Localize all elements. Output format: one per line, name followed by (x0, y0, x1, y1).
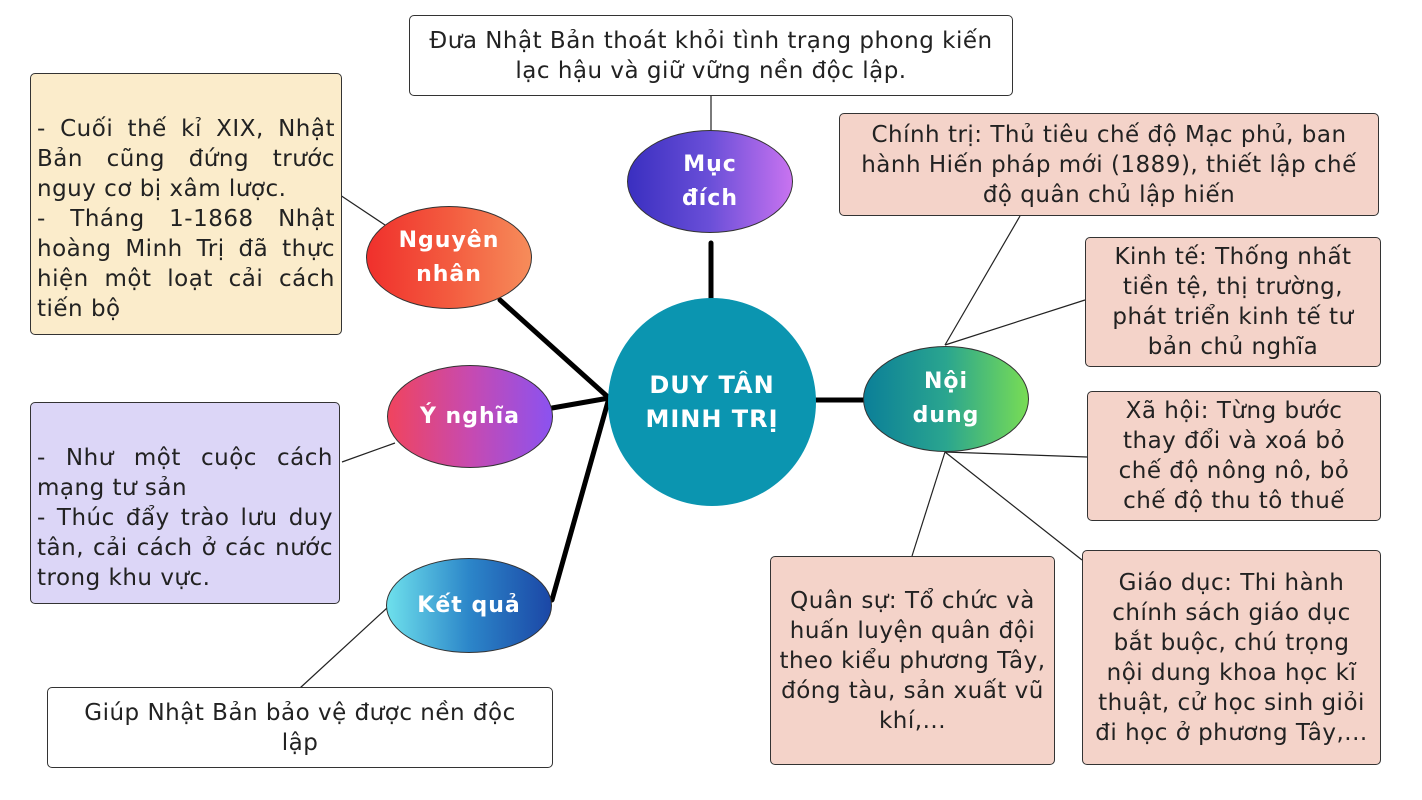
significance-box: - Như một cuộc cách mạng tư sản - Thúc đ… (30, 402, 340, 604)
education-text: Giáo dục: Thi hành chính sách giáo dục b… (1095, 569, 1368, 746)
purpose-node: Mục đích (627, 130, 793, 233)
military-text: Quân sự: Tổ chức và huấn luyện quân đội … (779, 587, 1046, 734)
causes-node-label: Nguyên nhân (398, 227, 500, 287)
purpose-box: Đưa Nhật Bản thoát khỏi tình trạng phong… (409, 15, 1013, 96)
significance-text: - Như một cuộc cách mạng tư sản - Thúc đ… (37, 445, 333, 591)
purpose-text: Đưa Nhật Bản thoát khỏi tình trạng phong… (429, 27, 993, 84)
central-topic: DUY TÂN MINH TRỊ (608, 298, 816, 506)
causes-text: - Cuối thế kỉ XIX, Nhật Bản cũng đứng tr… (37, 116, 335, 322)
result-node: Kết quả (386, 558, 552, 653)
causes-node: Nguyên nhân (366, 206, 532, 309)
result-box: Giúp Nhật Bản bảo vệ được nền độc lập (47, 687, 553, 768)
result-node-label: Kết quả (417, 592, 521, 618)
significance-node: Ý nghĩa (387, 365, 553, 468)
content-node: Nội dung (863, 346, 1029, 452)
causes-box: - Cuối thế kỉ XIX, Nhật Bản cũng đứng tr… (30, 73, 342, 335)
society-box: Xã hội: Từng bước thay đổi và xoá bỏ chế… (1087, 391, 1381, 521)
economy-text: Kinh tế: Thống nhất tiền tệ, thị trường,… (1112, 244, 1354, 360)
central-topic-label: DUY TÂN MINH TRỊ (645, 371, 779, 433)
result-text: Giúp Nhật Bản bảo vệ được nền độc lập (84, 699, 516, 756)
education-box: Giáo dục: Thi hành chính sách giáo dục b… (1082, 550, 1381, 765)
politics-box: Chính trị: Thủ tiêu chế độ Mạc phủ, ban … (839, 113, 1379, 216)
economy-box: Kinh tế: Thống nhất tiền tệ, thị trường,… (1085, 237, 1381, 367)
politics-text: Chính trị: Thủ tiêu chế độ Mạc phủ, ban … (861, 121, 1357, 208)
significance-node-label: Ý nghĩa (419, 403, 521, 429)
content-node-label: Nội dung (912, 369, 980, 428)
military-box: Quân sự: Tổ chức và huấn luyện quân đội … (770, 556, 1055, 765)
society-text: Xã hội: Từng bước thay đổi và xoá bỏ chế… (1118, 398, 1350, 514)
purpose-node-label: Mục đích (682, 151, 738, 211)
